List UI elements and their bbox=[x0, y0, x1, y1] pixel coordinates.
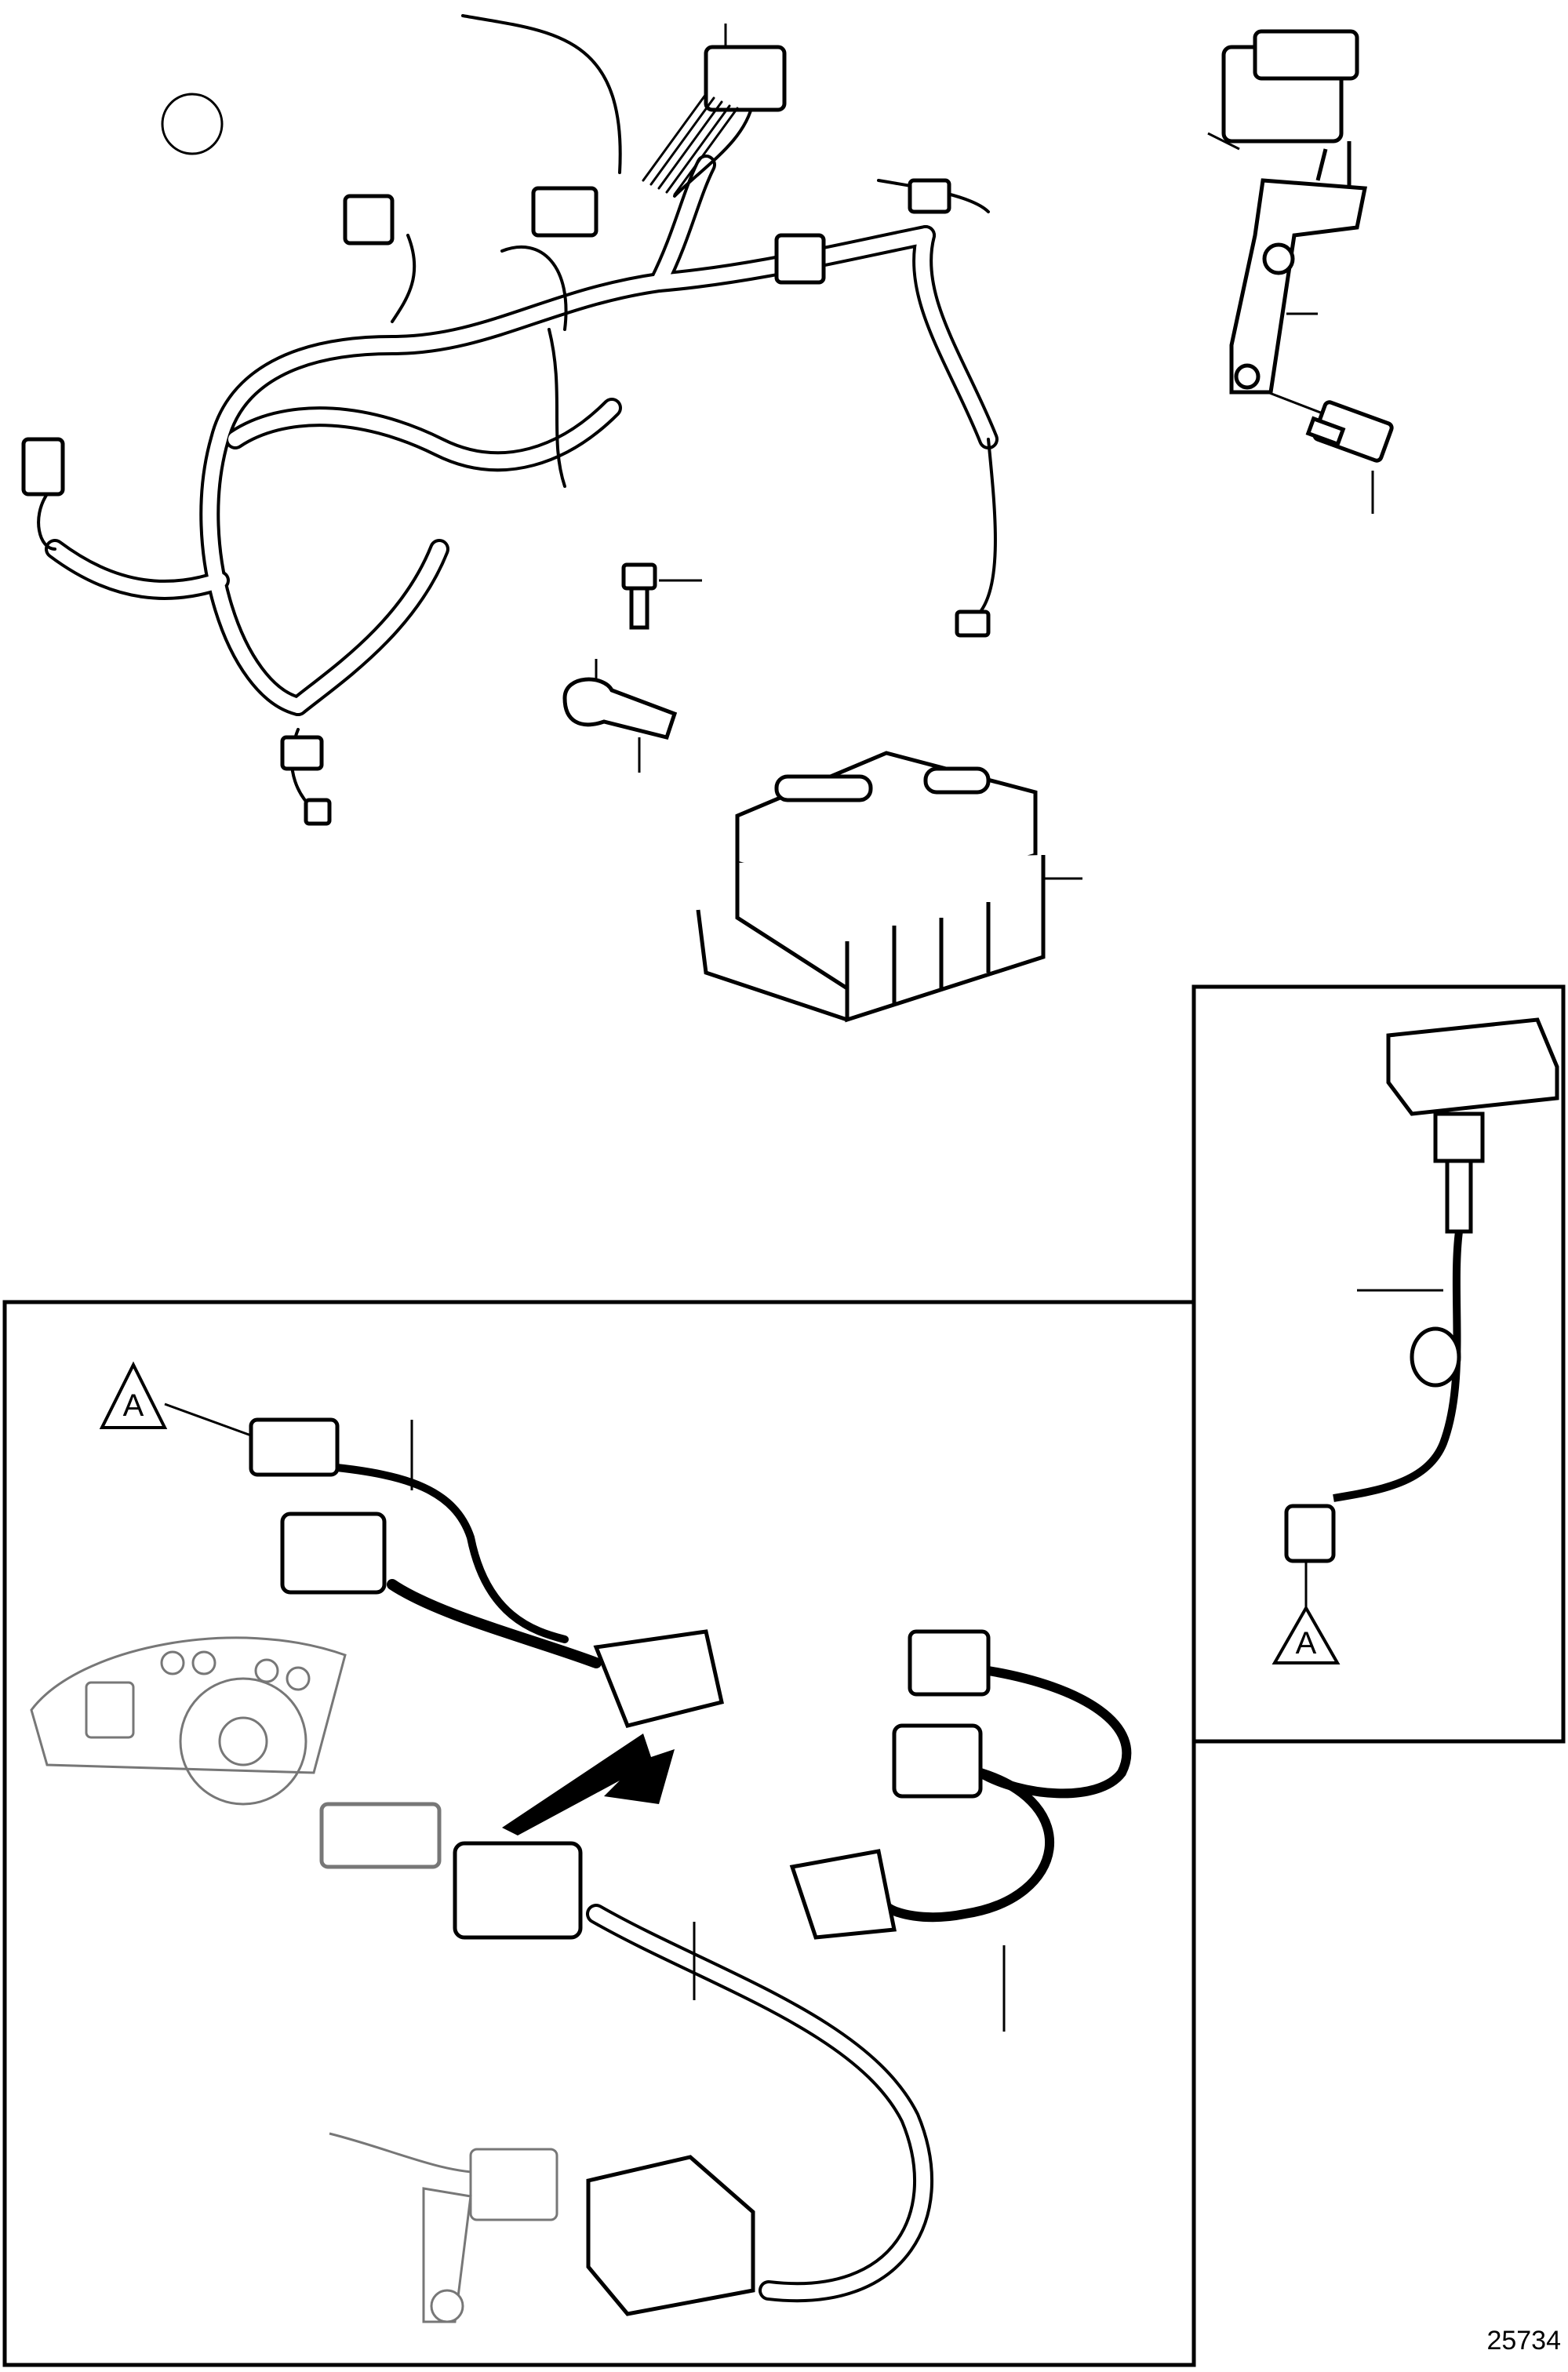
direction-arrow-icon bbox=[502, 1734, 675, 1835]
callout-triangle-left: A bbox=[99, 1361, 252, 1437]
callout-triangle-right: A bbox=[1271, 1561, 1341, 1664]
main-wiring-harness bbox=[21, 14, 999, 826]
cable-clamp-icon bbox=[562, 677, 678, 740]
engine-station-switch bbox=[1284, 1017, 1559, 1563]
figure-reference-number: 25734 bbox=[1486, 2326, 1561, 2356]
screw-icon bbox=[1305, 400, 1394, 463]
fuse-box bbox=[696, 751, 1046, 1023]
adapter-harness-upper bbox=[249, 1417, 724, 1728]
leader-lines-top bbox=[595, 24, 1374, 880]
callout-letter-left: A bbox=[123, 1388, 144, 1423]
position-circle bbox=[161, 93, 224, 155]
adapter-harness-lower bbox=[319, 1802, 934, 2316]
splitter-harness bbox=[789, 1629, 1132, 1940]
connector-with-bracket bbox=[1221, 29, 1368, 395]
harness-adapter-detail-frame bbox=[2, 1300, 1196, 2367]
bracket-reference-outline bbox=[329, 2132, 558, 2323]
bolt-icon bbox=[621, 562, 657, 630]
callout-letter-right: A bbox=[1296, 1626, 1317, 1661]
dashboard-outline bbox=[30, 1636, 347, 1806]
